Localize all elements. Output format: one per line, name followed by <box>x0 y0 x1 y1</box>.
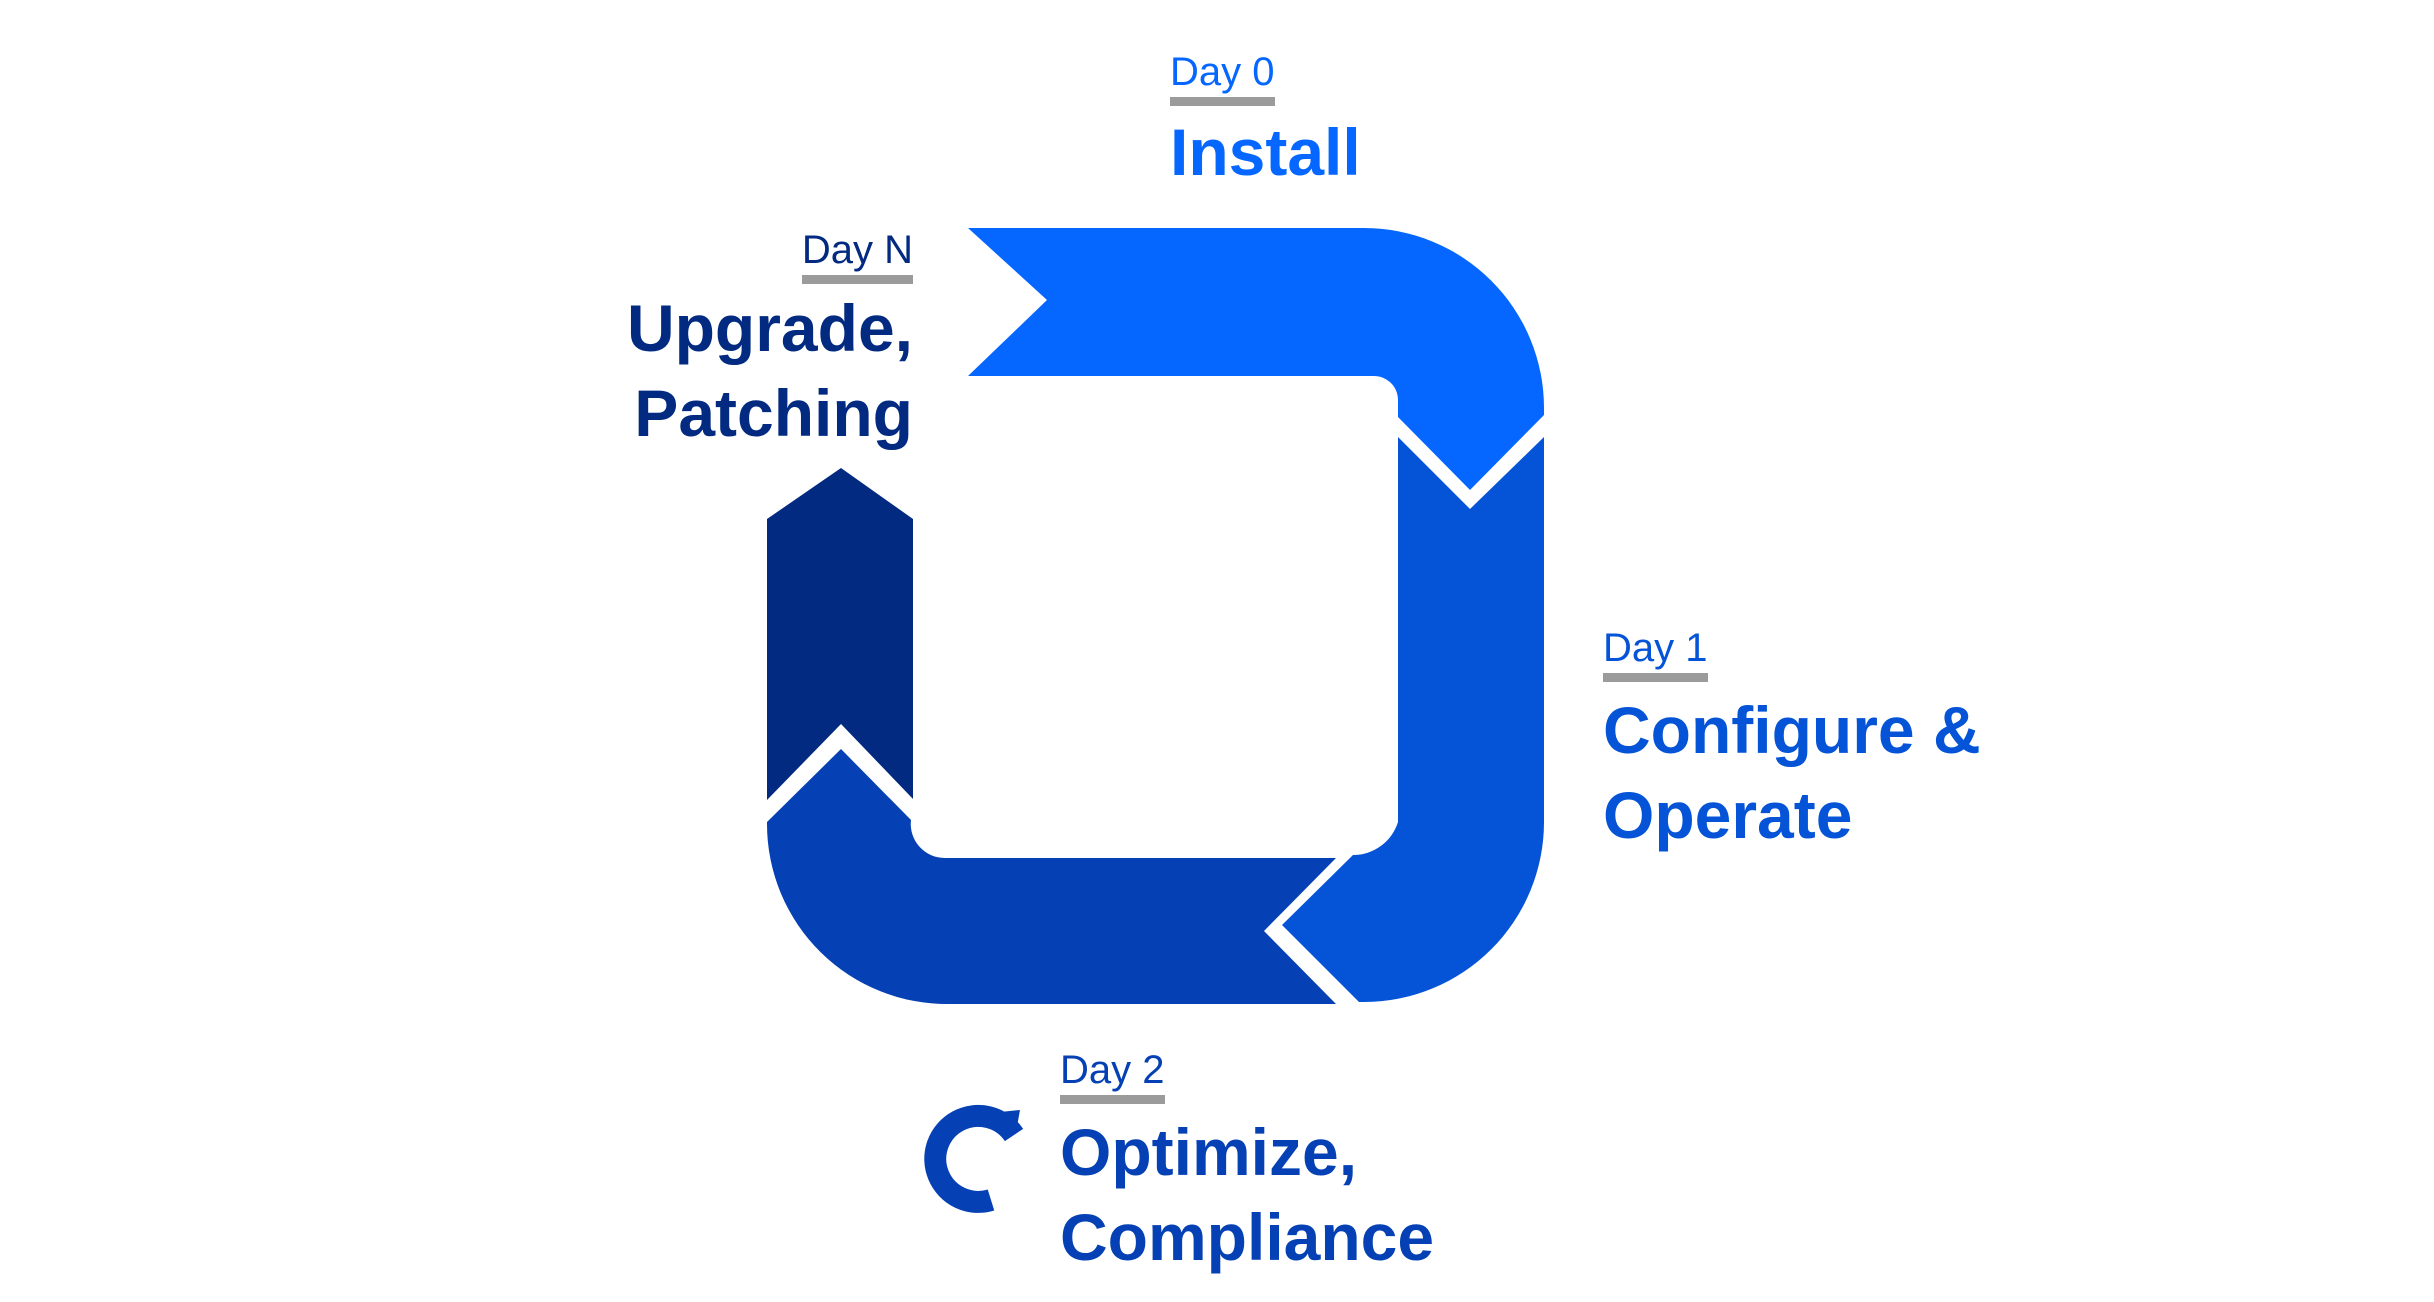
dayN-label: Day N <box>801 230 913 284</box>
day1-label-group: Day 1 Configure & Operate <box>1603 628 1981 858</box>
day2-label-group: Day 2 Optimize, Compliance <box>1060 1050 1434 1280</box>
upgrade-arrow-segment <box>767 468 913 800</box>
day2-label: Day 2 <box>1060 1050 1165 1104</box>
day0-title: Install <box>1170 115 1361 189</box>
optimize-arrow-segment <box>767 749 1336 1005</box>
day0-label-group: Day 0 Install <box>1170 52 1361 195</box>
dayN-label-group: Day N Upgrade, Patching <box>627 230 913 456</box>
day1-title-line2: Operate <box>1603 778 1853 852</box>
dayN-title-line1: Upgrade, <box>626 291 913 365</box>
day2-title-line1: Optimize, <box>1060 1115 1358 1189</box>
day1-title-line1: Configure & <box>1603 693 1981 767</box>
refresh-icon <box>924 1104 1024 1213</box>
dayN-title-line2: Patching <box>634 376 913 450</box>
configure-arrow-segment <box>1282 437 1544 1002</box>
day0-label: Day 0 <box>1170 52 1275 106</box>
install-arrow-segment <box>968 228 1544 490</box>
day1-label: Day 1 <box>1603 628 1708 682</box>
day2-title-line2: Compliance <box>1060 1200 1435 1274</box>
